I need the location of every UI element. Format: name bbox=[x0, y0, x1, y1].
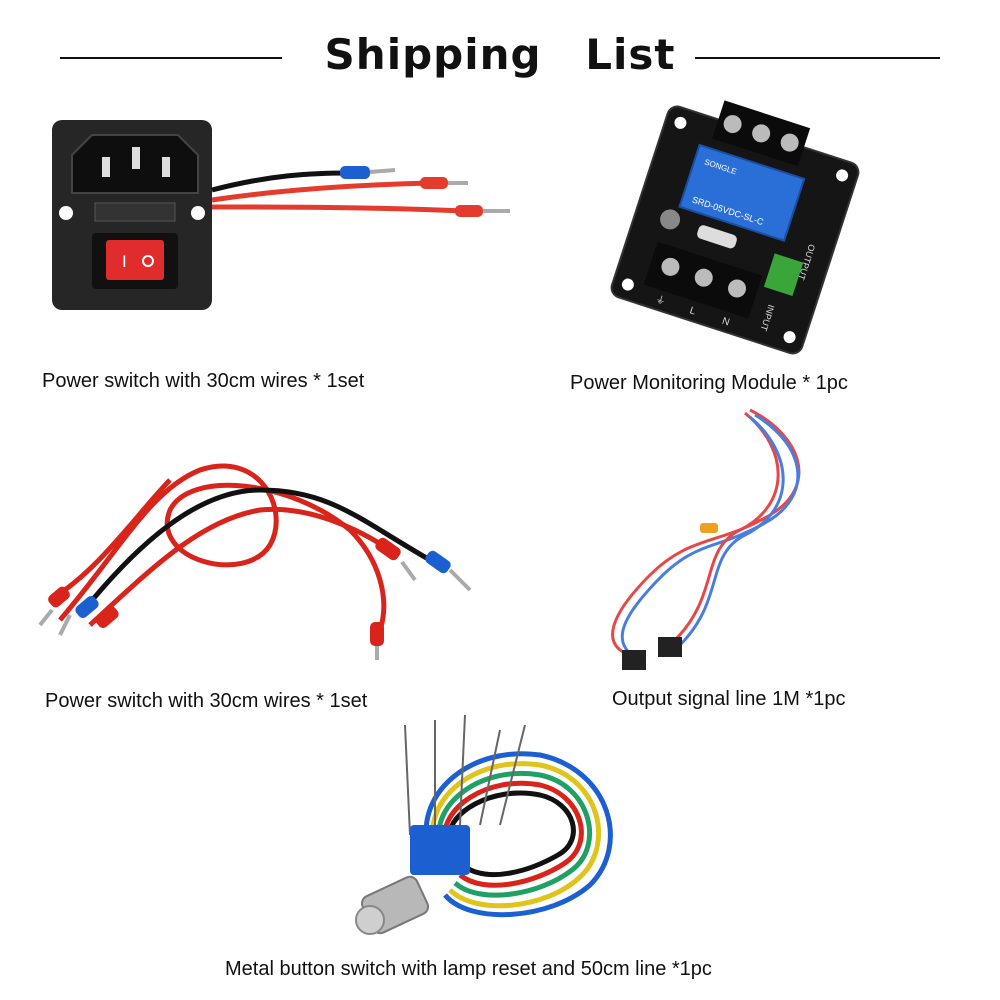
metal-button-switch-image bbox=[355, 714, 613, 935]
output-signal-line-image bbox=[611, 408, 801, 670]
title-rule-right bbox=[695, 57, 940, 59]
terminal-l: L bbox=[688, 305, 697, 317]
power-monitoring-module-image: SONGLE SRD-05VDC-SL-C OUTPUT ⏚ L N INPUT bbox=[610, 100, 860, 355]
terminal-ground: ⏚ bbox=[654, 293, 667, 308]
power-inlet-switch-image: I bbox=[52, 120, 510, 310]
title-rule-left bbox=[60, 57, 282, 59]
caption-metal-button-switch: Metal button switch with lamp reset and … bbox=[225, 958, 712, 980]
svg-text:I: I bbox=[122, 252, 127, 271]
caption-power-wires: Power switch with 30cm wires * 1set bbox=[45, 690, 368, 712]
power-wires-image bbox=[38, 463, 472, 660]
caption-power-switch: Power switch with 30cm wires * 1set bbox=[42, 370, 365, 392]
terminal-n: N bbox=[721, 316, 731, 329]
caption-power-monitoring-module: Power Monitoring Module * 1pc bbox=[570, 372, 848, 394]
page-title: Shipping List bbox=[324, 30, 676, 79]
caption-output-signal-line: Output signal line 1M *1pc bbox=[612, 688, 846, 710]
